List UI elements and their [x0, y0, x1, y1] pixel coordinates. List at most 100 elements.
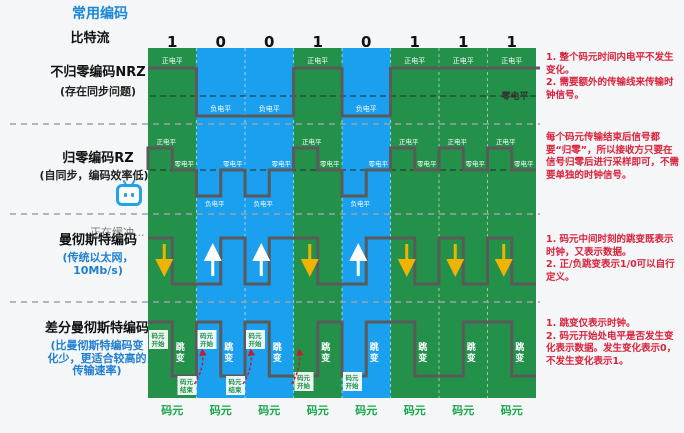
rz-zero-label: 零电平 — [223, 159, 243, 168]
rz-zero-label: 零电平 — [369, 159, 389, 168]
bit-column-7 — [439, 48, 488, 398]
rz-signal — [146, 146, 536, 198]
code-start-box — [197, 330, 217, 349]
diff-manchester-title: 差分曼彻斯特编码 — [44, 321, 149, 336]
nrz-signal — [148, 66, 540, 118]
video-app-icon — [116, 184, 142, 206]
diff-jump-label-line: 跳 — [273, 341, 282, 353]
diff-jump-label-line: 变 — [515, 352, 524, 364]
code-start-box — [294, 372, 314, 391]
bit-stream-label: 比特流 — [70, 31, 110, 46]
code-start-label-line: 码元 — [297, 374, 311, 382]
bit-column-5 — [342, 48, 391, 398]
rz-level-label: 负电平 — [205, 199, 225, 208]
rz-level-label: 正电平 — [448, 137, 468, 146]
diff-jump-label-line: 跳 — [224, 341, 233, 353]
nrz-level-label: 正电平 — [162, 56, 183, 65]
nrz-level-label: 正电平 — [307, 56, 328, 65]
rz-level-label: 正电平 — [302, 137, 322, 146]
diff-dashed-arrow — [290, 348, 304, 385]
diff-dashed-arrow — [242, 348, 256, 385]
bit-column-3 — [245, 48, 294, 398]
nrz-level-label: 正电平 — [453, 56, 474, 65]
rz-zero-label: 零电平 — [272, 159, 292, 168]
diff-jump-label-line: 变 — [370, 352, 379, 364]
symbol-label: 码元 — [355, 404, 377, 417]
code-end-label-line: 结束 — [229, 385, 243, 394]
diff-jump-label-line: 变 — [418, 352, 427, 364]
rz-subtitle: (自同步，编码效率低) — [39, 169, 149, 182]
nrz-level-label: 负电平 — [356, 104, 377, 113]
nrz-subtitle: (存在同步问题) — [59, 85, 137, 98]
rz-level-label: 正电平 — [157, 137, 177, 146]
nrz-level-label: 负电平 — [259, 104, 280, 113]
nrz-level-label: 正电平 — [404, 56, 425, 65]
nrz-zero-label: 零电平 — [500, 90, 528, 102]
bit-column-2 — [196, 48, 245, 398]
symbol-label: 码元 — [501, 404, 523, 417]
code-end-label-line: 结束 — [180, 385, 194, 394]
bit-label: 1 — [167, 33, 177, 51]
rz-level-label: 正电平 — [496, 137, 516, 146]
nrz-level-label: 负电平 — [210, 104, 231, 113]
diff-jump-label-line: 变 — [224, 352, 233, 364]
symbol-label: 码元 — [258, 404, 280, 417]
code-start-label-line: 码元 — [249, 332, 263, 340]
rz-zero-label: 零电平 — [417, 159, 437, 168]
code-start-box — [246, 330, 265, 349]
nrz-note: 1. 整个码元时间内电平不发生变化。 2. 需要额外的传输线来传输时钟信号。 — [546, 52, 674, 101]
code-start-label-line: 开始 — [249, 339, 263, 348]
code-start-label-line: 码元 — [346, 374, 360, 382]
bit-column-8 — [487, 48, 536, 398]
diff-jump-label-line: 跳 — [321, 341, 330, 353]
rz-zero-label: 零电平 — [320, 159, 340, 168]
bit-column-4 — [293, 48, 342, 398]
rz-note: 每个码元传输结束后信号都要“归零”，所以接收方只要在信号归零后进行采样即可，不需… — [546, 132, 680, 181]
symbol-label: 码元 — [307, 404, 329, 417]
rz-zero-label: 零电平 — [514, 159, 534, 168]
code-end-box — [177, 376, 197, 395]
diff-dashed-arrow — [193, 348, 207, 385]
nrz-title: 不归零编码NRZ — [50, 65, 146, 80]
diff-jump-label-line: 跳 — [515, 341, 524, 353]
code-end-box — [226, 376, 245, 395]
bit-label: 1 — [507, 33, 517, 51]
code-start-label-line: 开始 — [346, 381, 360, 390]
symbol-label: 码元 — [452, 404, 474, 417]
code-start-label-line: 开始 — [297, 381, 311, 390]
diff-jump-label-line: 变 — [467, 352, 476, 364]
rz-level-label: 负电平 — [254, 199, 274, 208]
code-end-label-line: 码元 — [229, 378, 243, 386]
bit-label: 0 — [216, 33, 226, 51]
manchester-note: 1. 码元中间时刻的跳变既表示时钟，又表示数据。 2. 正/负跳变表示1/0可以… — [546, 234, 675, 283]
bit-label: 1 — [313, 33, 323, 51]
rz-title: 归零编码RZ — [62, 151, 134, 166]
code-start-label-line: 码元 — [200, 332, 214, 340]
page-title: 常用编码 — [72, 6, 128, 22]
manchester-subtitle: (传统以太网， 10Mb/s) — [62, 251, 134, 277]
code-end-label-line: 码元 — [180, 378, 194, 386]
symbol-label: 码元 — [404, 404, 426, 417]
diff-jump-label-line: 跳 — [418, 341, 427, 353]
manchester-signal — [148, 236, 536, 286]
bit-label: 0 — [264, 33, 274, 51]
rz-level-label: 负电平 — [351, 199, 371, 208]
diff-manchester-signal — [148, 320, 536, 378]
diff-jump-label-line: 变 — [273, 352, 282, 364]
rz-zero-label: 零电平 — [466, 159, 486, 168]
diff-jump-label-line: 跳 — [467, 341, 476, 353]
bit-label: 1 — [410, 33, 420, 51]
symbol-label: 码元 — [210, 404, 232, 417]
diff-manchester-note: 1. 跳变仅表示时钟。 2. 码元开始处电平是否发生变化表示数据。发生变化表示0… — [546, 318, 677, 367]
symbol-label: 码元 — [161, 404, 183, 417]
rz-level-label: 正电平 — [399, 137, 419, 146]
diff-jump-label-line: 跳 — [370, 341, 379, 353]
bit-column-6 — [390, 48, 439, 398]
manchester-title: 曼彻斯特编码 — [58, 233, 137, 248]
nrz-level-label: 正电平 — [501, 56, 522, 65]
bit-label: 0 — [361, 33, 371, 51]
bit-label: 1 — [458, 33, 468, 51]
diff-jump-label-line: 变 — [321, 352, 330, 364]
code-start-label-line: 开始 — [200, 339, 214, 348]
